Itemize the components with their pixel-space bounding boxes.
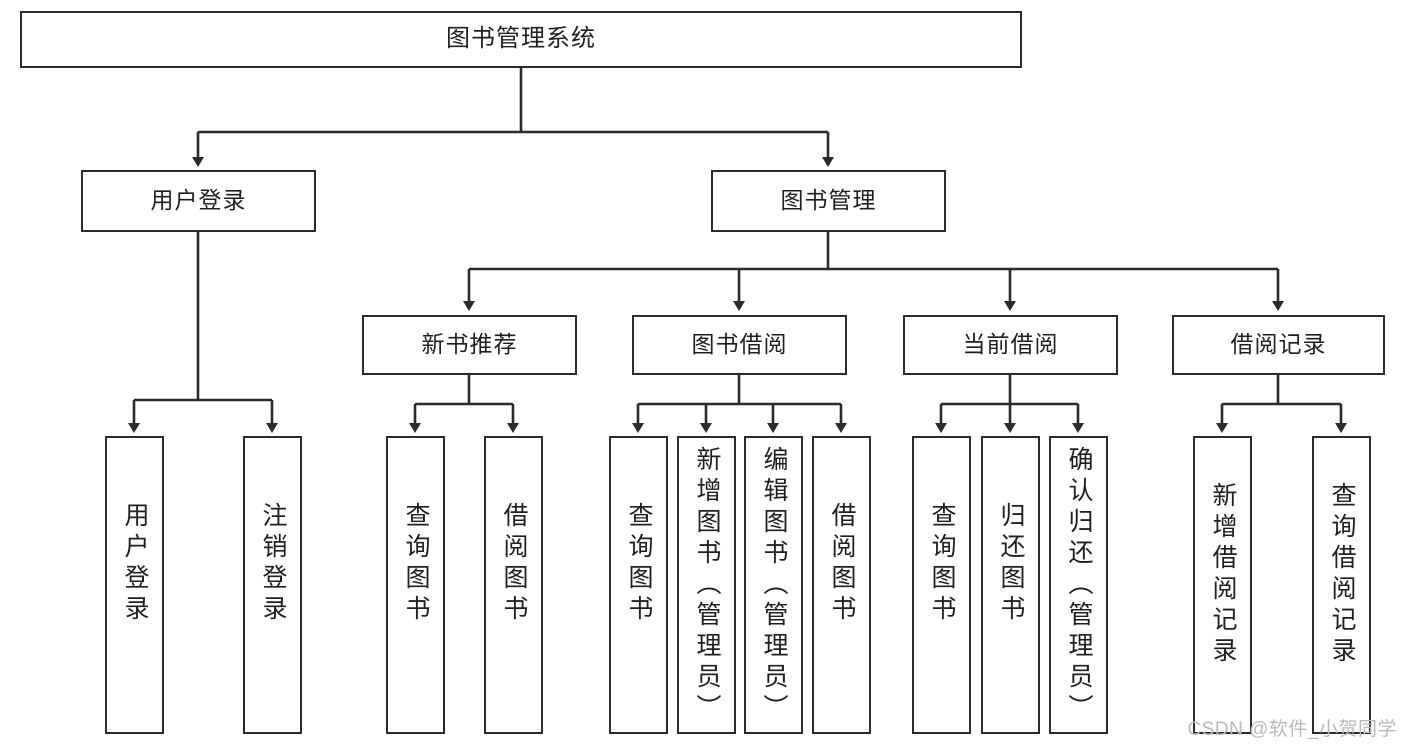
node-leaf-label: 查询图书 — [928, 502, 956, 626]
node-leaf-current-borrow-query[interactable]: 查询图书 — [912, 436, 971, 734]
node-leaf-book-borrow-borrow[interactable]: 借阅图书 — [812, 436, 871, 734]
node-leaf-current-borrow-confirm-return[interactable]: 确认归还（管理员） — [1049, 436, 1108, 734]
node-leaf-user-login-signin[interactable]: 用户登录 — [105, 436, 164, 734]
node-leaf-label: 新增图书（管理员） — [693, 446, 721, 725]
node-leaf-label: 查询借阅记录 — [1328, 482, 1356, 668]
node-leaf-label: 归还图书 — [997, 502, 1025, 626]
node-book-borrow[interactable]: 图书借阅 — [632, 315, 847, 375]
node-leaf-label: 查询图书 — [625, 502, 653, 626]
node-current-borrow-label: 当前借阅 — [962, 331, 1059, 358]
node-leaf-label: 查询图书 — [402, 502, 430, 626]
node-leaf-label: 确认归还（管理员） — [1065, 446, 1093, 725]
node-leaf-book-borrow-add[interactable]: 新增图书（管理员） — [677, 436, 736, 734]
node-new-book-recommend[interactable]: 新书推荐 — [362, 315, 577, 375]
node-user-login-label: 用户登录 — [150, 187, 247, 214]
node-leaf-label: 编辑图书（管理员） — [760, 446, 788, 725]
node-current-borrow[interactable]: 当前借阅 — [903, 315, 1118, 375]
node-book-borrow-label: 图书借阅 — [691, 331, 788, 358]
node-root-book-management-system[interactable]: 图书管理系统 — [20, 11, 1022, 68]
node-leaf-label: 用户登录 — [121, 502, 149, 626]
node-leaf-book-borrow-query[interactable]: 查询图书 — [609, 436, 668, 734]
node-leaf-label: 新增借阅记录 — [1209, 482, 1237, 668]
csdn-watermark: CSDN @软件_小贺同学 — [1187, 719, 1397, 740]
node-leaf-user-login-signout[interactable]: 注销登录 — [243, 436, 302, 734]
node-leaf-label: 注销登录 — [259, 502, 287, 626]
node-leaf-new-book-borrow[interactable]: 借阅图书 — [484, 436, 543, 734]
node-leaf-label: 借阅图书 — [500, 502, 528, 626]
node-leaf-label: 借阅图书 — [828, 502, 856, 626]
node-leaf-current-borrow-return[interactable]: 归还图书 — [981, 436, 1040, 734]
node-leaf-borrow-record-query[interactable]: 查询借阅记录 — [1312, 436, 1371, 734]
node-root-label: 图书管理系统 — [446, 25, 596, 53]
node-book-management-label: 图书管理 — [780, 187, 877, 214]
node-borrow-record-label: 借阅记录 — [1230, 331, 1327, 358]
node-book-management[interactable]: 图书管理 — [711, 170, 946, 232]
node-new-book-recommend-label: 新书推荐 — [421, 331, 518, 358]
node-borrow-record[interactable]: 借阅记录 — [1172, 315, 1385, 375]
node-leaf-book-borrow-edit[interactable]: 编辑图书（管理员） — [744, 436, 803, 734]
node-leaf-borrow-record-add[interactable]: 新增借阅记录 — [1193, 436, 1252, 734]
node-user-login[interactable]: 用户登录 — [81, 170, 316, 232]
node-leaf-new-book-query[interactable]: 查询图书 — [386, 436, 445, 734]
